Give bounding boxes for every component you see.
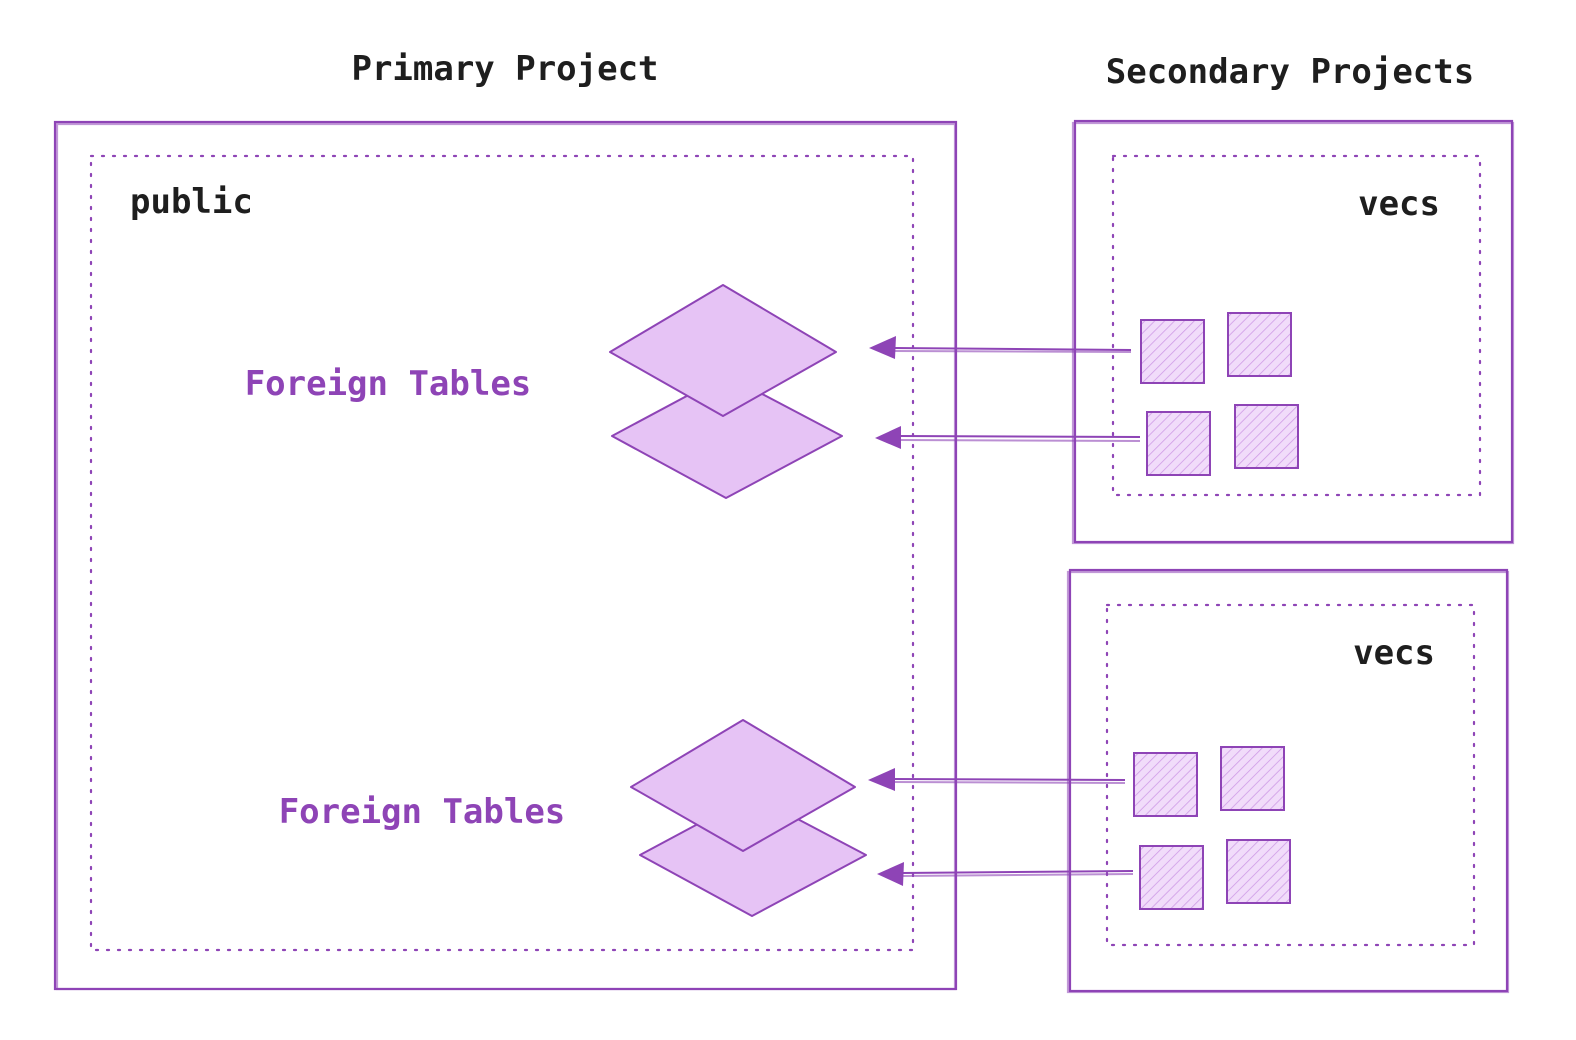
- vecs-schema-box-1: [1111, 154, 1482, 497]
- vecs-schema-label-1: vecs: [1358, 184, 1440, 224]
- foreign-tables-stack-1: [609, 284, 843, 499]
- secondary-project-box-1: [1071, 119, 1515, 545]
- primary-project-title: Primary Project: [351, 49, 658, 89]
- vecs-schema-box-2: [1105, 603, 1476, 947]
- arrow-4: [877, 862, 1134, 886]
- arrow-2: [875, 426, 1141, 449]
- vector-tables-grid-1: [1140, 312, 1299, 476]
- vecs-schema-label-2: vecs: [1353, 633, 1435, 673]
- secondary-projects-title: Secondary Projects: [1106, 52, 1474, 92]
- foreign-tables-label-2: Foreign Tables: [279, 792, 566, 832]
- vector-tables-grid-2: [1133, 746, 1291, 910]
- public-schema-label: public: [130, 182, 253, 222]
- arrow-3: [868, 768, 1126, 791]
- public-schema-box: [89, 154, 915, 952]
- foreign-tables-label-1: Foreign Tables: [245, 364, 532, 404]
- primary-project-box: [53, 120, 958, 991]
- arrow-1: [869, 336, 1132, 359]
- foreign-tables-stack-2: [630, 719, 867, 917]
